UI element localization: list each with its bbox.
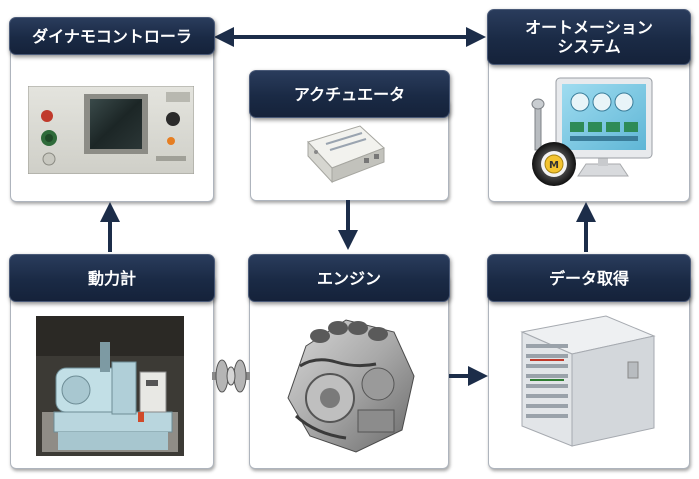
data-rack-photo bbox=[520, 315, 656, 447]
actuator-header: アクチュエータ bbox=[249, 70, 450, 118]
dynamo-controller-label: ダイナモコントローラ bbox=[32, 26, 192, 46]
actuator-label: アクチュエータ bbox=[293, 84, 406, 104]
data-acquisition-label: データ取得 bbox=[548, 268, 629, 288]
dynamometer-label: 動力計 bbox=[87, 268, 136, 288]
automation-system-header: オートメーション システム bbox=[487, 9, 691, 65]
engine-label: エンジン bbox=[316, 268, 381, 288]
dynamo-controller-header: ダイナモコントローラ bbox=[9, 17, 215, 55]
monitor-steering-wheel-icon: M bbox=[531, 77, 653, 186]
svg-text:M: M bbox=[549, 160, 559, 171]
engine-header: エンジン bbox=[248, 254, 450, 302]
dynamometer-header: 動力計 bbox=[9, 254, 215, 302]
shaft-coupling-icon bbox=[212, 359, 250, 393]
automation-system-label: オートメーション システム bbox=[525, 18, 653, 56]
engine-photo bbox=[287, 319, 415, 453]
data-acquisition-header: データ取得 bbox=[487, 254, 691, 302]
dynamometer-photo bbox=[36, 316, 184, 456]
control-panel-photo bbox=[28, 86, 194, 174]
actuator-unit-photo bbox=[307, 125, 385, 184]
